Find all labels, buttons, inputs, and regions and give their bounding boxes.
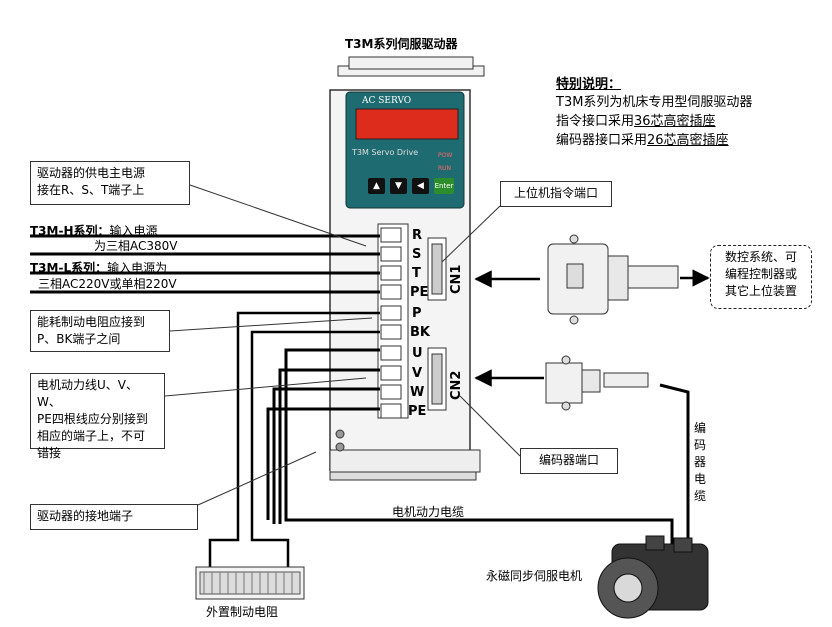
panel-model: T3M Servo Drive (352, 148, 419, 157)
motor-cable-label: 电机动力电缆 (392, 505, 465, 519)
motor-power-wires (266, 348, 674, 545)
run-led-label: RUN (438, 165, 452, 172)
t3m-h-voltage: 为三相AC380V (94, 239, 178, 253)
ground-terminal-box: 驱动器的接地端子 (30, 504, 198, 530)
terminal-t: T (412, 266, 421, 281)
external-resistor (195, 566, 305, 600)
terminal-pe-1: PE (410, 285, 429, 300)
enter-button[interactable]: Enter (434, 178, 454, 194)
terminal-pe-2: PE (408, 404, 427, 419)
terminal-block (377, 223, 409, 419)
t3m-l-voltage: 三相AC220V或单相220V (38, 277, 177, 291)
terminal-w: W (410, 385, 425, 400)
power-note-box: 驱动器的供电主电源 接在R、S、T端子上 (30, 161, 190, 205)
cn2-label: CN2 (449, 370, 464, 400)
left-button[interactable]: ◀ (412, 178, 429, 194)
up-button[interactable]: ▲ (368, 178, 385, 194)
note-heading: 特别说明： (556, 77, 622, 92)
brake-resistor-wires (208, 311, 380, 567)
terminal-r: R (412, 228, 423, 243)
servo-motor (597, 535, 709, 619)
panel-brand: AC SERVO (362, 96, 412, 106)
leader-lines (164, 184, 521, 506)
down-button[interactable]: ▼ (390, 178, 407, 194)
resistor-label: 外置制动电阻 (206, 605, 279, 619)
encoder-cable-label: 编 码 器 电 缆 (694, 421, 707, 503)
brake-note-box: 能耗制动电阻应接到 P、BK端子之间 (30, 310, 170, 352)
t3m-h-note: T3M-H系列：输入电源 (30, 224, 158, 238)
host-cable-connector (547, 234, 679, 325)
note-line-2: 指令接口采用36芯高密插座 (556, 114, 716, 129)
cn1-label: CN1 (449, 264, 464, 294)
terminal-p: P (412, 306, 422, 321)
power-input-wires (30, 234, 380, 294)
encoder-port-label: 编码器端口 (520, 448, 618, 474)
note-line-3: 编码器接口采用26芯高密插座 (556, 133, 729, 148)
motor-wire-note-box: 电机动力线U、V、W、 PE四根线应分别接到 相应的端子上，不可 错接 (30, 373, 165, 460)
terminal-s: S (412, 247, 422, 262)
pow-led-label: POW (438, 152, 453, 159)
terminal-bk: BK (410, 325, 430, 340)
terminal-v: V (412, 366, 423, 381)
terminal-u: U (412, 346, 423, 361)
drive-title: T3M系列伺服驱动器 (345, 37, 458, 51)
cnc-host-box: 数控系统、可 编程控制器或 其它上位装置 (710, 245, 812, 309)
host-port-label: 上位机指令端口 (500, 181, 612, 207)
connector-cn2 (427, 347, 447, 411)
note-line-1: T3M系列为机床专用型伺服驱动器 (556, 95, 753, 110)
signal-arrows (474, 269, 710, 387)
encoder-cable (545, 355, 690, 540)
motor-label: 永磁同步伺服电机 (486, 569, 583, 583)
t3m-l-note: T3M-L系列：输入电源为 (30, 261, 168, 275)
connector-cn1 (427, 237, 447, 301)
